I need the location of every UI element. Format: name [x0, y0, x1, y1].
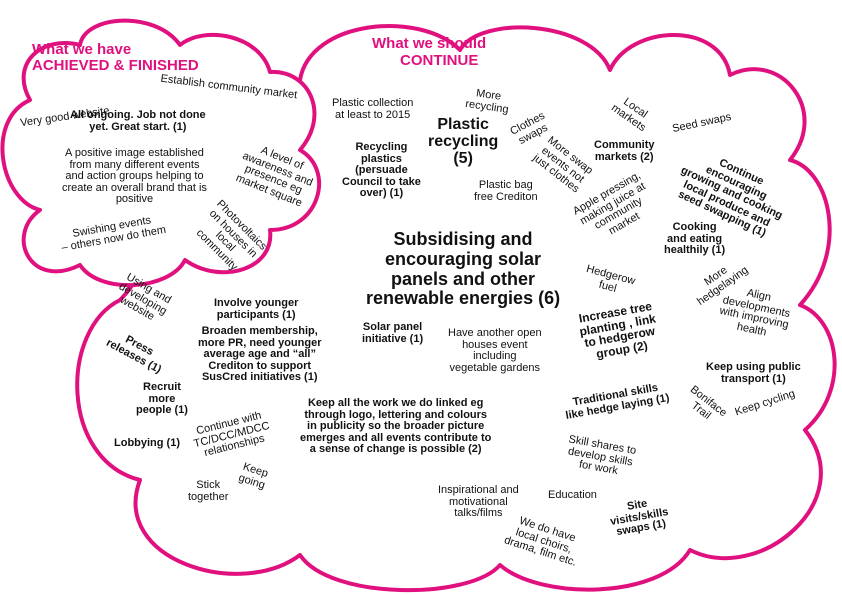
continue-item: Broaden membership, more PR, need younge… [198, 325, 322, 384]
achieved-item: A positive image established from many d… [62, 147, 207, 206]
continue-item: Plastic recycling (5) [428, 116, 499, 167]
continue-item: Keep all the work we do linked eg throug… [300, 397, 492, 456]
continue-item: Keep using public transport (1) [706, 361, 801, 385]
continue-item: Have another open houses event including… [448, 327, 542, 374]
achieved-heading-line1: What we have [32, 41, 132, 58]
continue-item: Recycling plastics (persuade Council to … [342, 141, 421, 200]
continue-heading-line2: CONTINUE [400, 52, 479, 69]
continue-item: Community markets (2) [594, 139, 655, 163]
continue-item: Education [548, 489, 597, 501]
continue-item: Plastic collection at least to 2015 [332, 97, 414, 121]
continue-item: Plastic bag free Crediton [474, 179, 538, 203]
continue-item: Involve younger participants (1) [214, 297, 299, 321]
achieved-heading-line2: ACHIEVED & FINISHED [32, 57, 199, 74]
continue-item: Recruit more people (1) [136, 381, 188, 417]
continue-item: Cooking and eating healthily (1) [664, 221, 726, 257]
continue-item: Inspirational and motivational talks/fil… [438, 484, 519, 520]
main-topic-renewables: Subsidising and encouraging solar panels… [366, 229, 561, 309]
achieved-cloud-shape [0, 18, 322, 287]
continue-item: Stick together [188, 479, 229, 503]
continue-item: Solar panel initiative (1) [362, 321, 424, 345]
achieved-item: All ongoing. Job not done yet. Great sta… [70, 109, 206, 133]
continue-item: Lobbying (1) [114, 437, 180, 449]
continue-heading-line1: What we should [372, 35, 487, 52]
